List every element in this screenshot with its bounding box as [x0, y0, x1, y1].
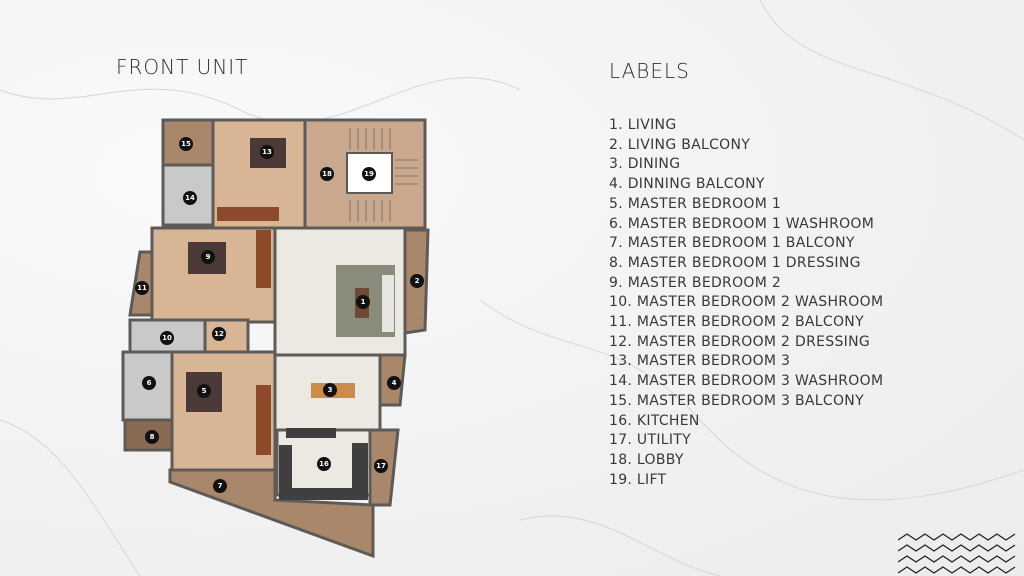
- label-item: 2. LIVING BALCONY: [609, 136, 751, 153]
- marker-dining-balcony: 4: [387, 376, 401, 390]
- marker-mb2-dressing: 12: [212, 327, 226, 341]
- marker-living: 1: [356, 295, 370, 309]
- labels-heading: LABELS: [609, 59, 690, 83]
- page-title: FRONT UNIT: [116, 55, 249, 79]
- marker-mb2-washroom: 10: [160, 331, 174, 345]
- room-label-list: 1. LIVING 2. LIVING BALCONY 3. DINING 4.…: [609, 116, 883, 490]
- label-item: 9. MASTER BEDROOM 2: [609, 274, 782, 291]
- marker-dining: 3: [323, 383, 337, 397]
- marker-utility: 17: [374, 459, 388, 473]
- label-item: 10. MASTER BEDROOM 2 WASHROOM: [609, 294, 884, 311]
- label-item: 17. UTILITY: [609, 432, 691, 449]
- wardrobe-5: [256, 385, 271, 455]
- label-item: 3. DINING: [609, 156, 681, 173]
- label-item: 15. MASTER BEDROOM 3 BALCONY: [609, 392, 864, 409]
- marker-mb3-washroom: 14: [183, 191, 197, 205]
- label-item: 19. LIFT: [609, 471, 667, 488]
- zigzag-decoration-icon: [898, 533, 1016, 574]
- marker-lift: 19: [362, 167, 376, 181]
- label-item: 4. DINNING BALCONY: [609, 176, 765, 193]
- label-item: 8. MASTER BEDROOM 1 DRESSING: [609, 254, 861, 271]
- label-item: 11. MASTER BEDROOM 2 BALCONY: [609, 314, 864, 331]
- marker-mb1-dressing: 8: [145, 430, 159, 444]
- marker-mb1-balcony: 7: [213, 479, 227, 493]
- marker-mb3-balcony: 15: [179, 137, 193, 151]
- label-item: 18. LOBBY: [609, 451, 684, 468]
- label-item: 1. LIVING: [609, 117, 677, 133]
- marker-mb2: 9: [201, 250, 215, 264]
- label-item: 5. MASTER BEDROOM 1: [609, 195, 782, 212]
- label-item: 6. MASTER BEDROOM 1 WASHROOM: [609, 215, 875, 232]
- marker-mb1-washroom: 6: [142, 376, 156, 390]
- marker-mb2-balcony: 11: [135, 281, 149, 295]
- label-item: 13. MASTER BEDROOM 3: [609, 353, 791, 370]
- sofa: [382, 275, 394, 332]
- marker-kitchen: 16: [317, 457, 331, 471]
- wardrobe-13: [217, 207, 279, 221]
- label-item: 7. MASTER BEDROOM 1 BALCONY: [609, 235, 855, 252]
- marker-lobby: 18: [320, 167, 334, 181]
- room-mb1-washroom: [121, 350, 174, 422]
- marker-mb3: 13: [260, 145, 274, 159]
- marker-mb1: 5: [197, 384, 211, 398]
- label-item: 12. MASTER BEDROOM 2 DRESSING: [609, 333, 870, 350]
- marker-living-balcony: 2: [410, 274, 424, 288]
- wardrobe-9: [256, 230, 271, 288]
- kitchen-counter-top: [286, 428, 336, 438]
- kitchen-counter: [279, 443, 368, 500]
- label-item: 14. MASTER BEDROOM 3 WASHROOM: [609, 373, 884, 390]
- label-item: 16. KITCHEN: [609, 412, 700, 429]
